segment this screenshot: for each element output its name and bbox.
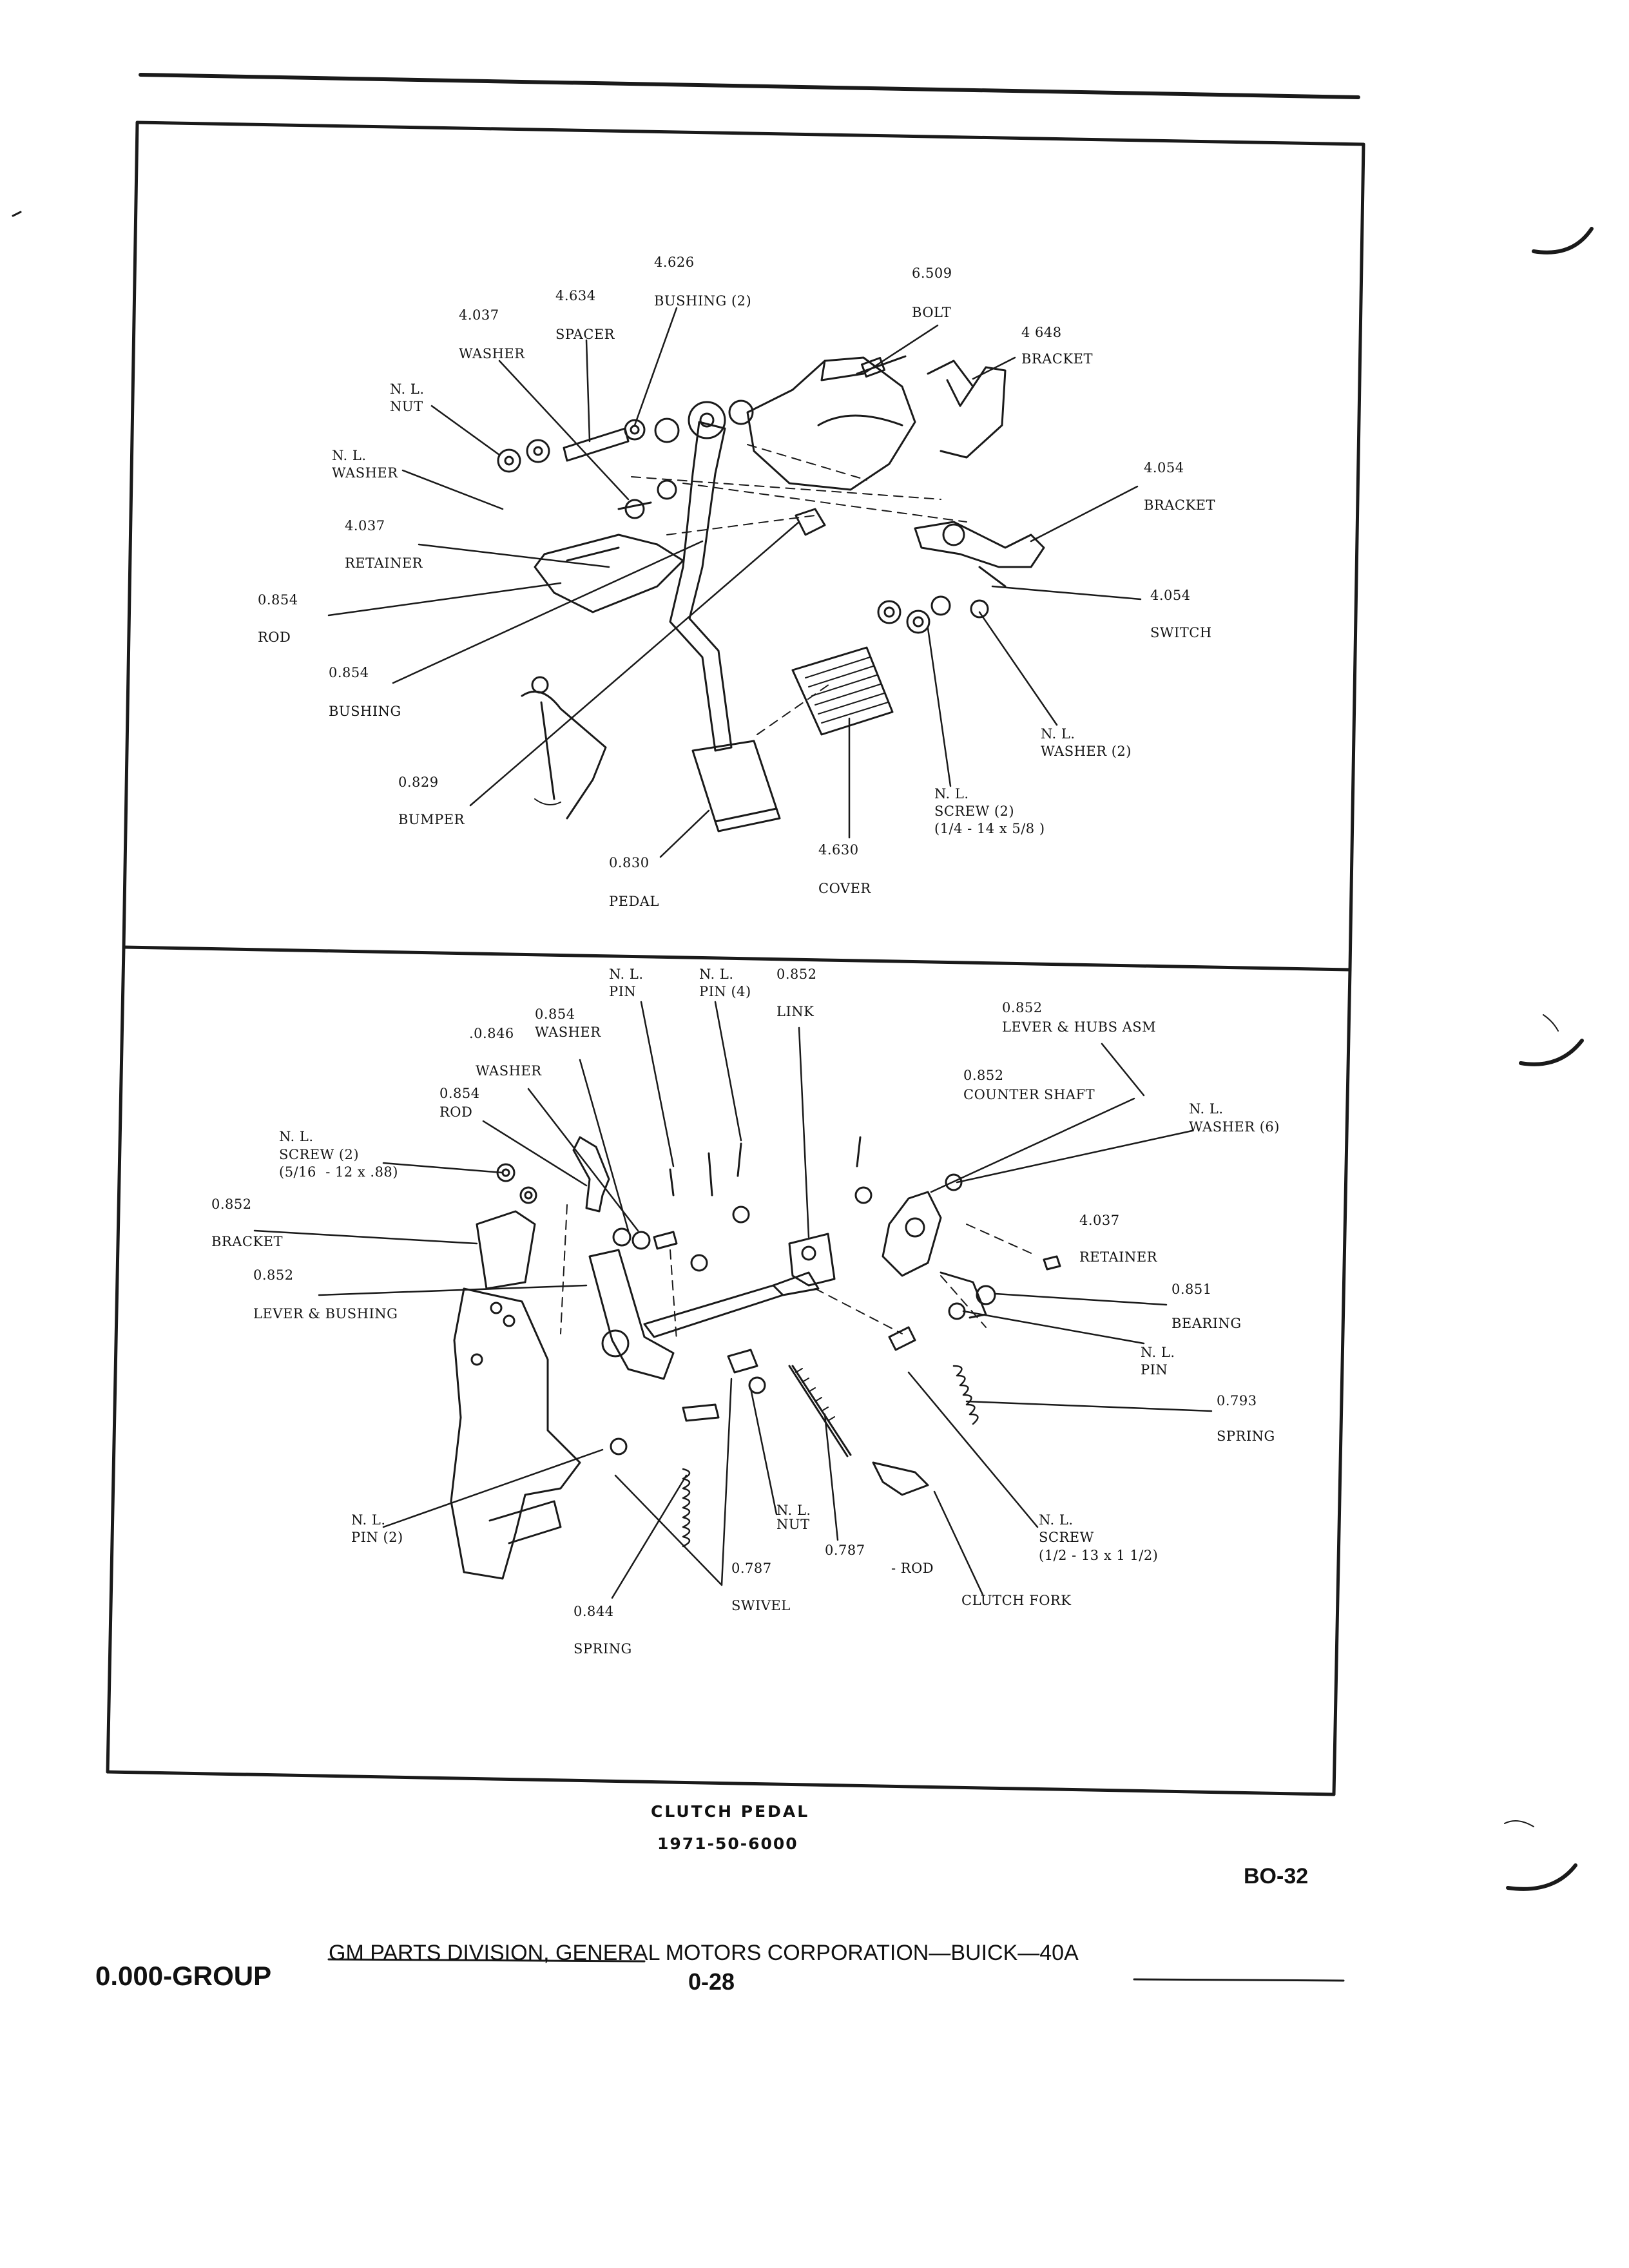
label-switch-name: SWITCH bbox=[1150, 625, 1212, 640]
label-lever-bushing-number: 0.852 bbox=[253, 1267, 294, 1283]
label-rod-787-number: 0.787 bbox=[825, 1542, 865, 1558]
label-countershaft-name: COUNTER SHAFT bbox=[963, 1087, 1095, 1102]
header-rule bbox=[139, 73, 1360, 99]
label-rod-854-number: 0.854 bbox=[439, 1086, 480, 1101]
label-rod-name: ROD bbox=[258, 629, 291, 645]
label-nl-pin4-line2: PIN (4) bbox=[699, 984, 751, 999]
label-bushing-626-name: BUSHING (2) bbox=[654, 293, 752, 309]
label-bolt-number: 6.509 bbox=[912, 265, 952, 281]
label-nl-screw-line3: (1/4 - 14 x 5/8 ) bbox=[934, 821, 1045, 836]
label-nl-washer-line2: WASHER bbox=[332, 465, 398, 481]
label-nl-washer6-line1: N. L. bbox=[1189, 1101, 1224, 1117]
label-rod-number: 0.854 bbox=[258, 592, 298, 608]
footer-group: 0.000-GROUP bbox=[95, 1961, 272, 1991]
diagram-frame bbox=[106, 120, 1365, 1796]
label-bumper-name: BUMPER bbox=[398, 812, 465, 827]
label-bracket-054-name: BRACKET bbox=[1144, 497, 1216, 513]
upper-clutch-pedal-assembly bbox=[497, 355, 1045, 832]
label-nl-nut-line2: NUT bbox=[390, 399, 423, 414]
label-nl-screw-line1: N. L. bbox=[934, 786, 969, 802]
figure-title: CLUTCH PEDAL bbox=[651, 1802, 810, 1821]
label-nl-pin2-line1: N. L. bbox=[351, 1512, 386, 1528]
label-cover-number: 4.630 bbox=[818, 842, 859, 858]
label-washer-854-number: 0.854 bbox=[535, 1006, 575, 1022]
label-retainer-name: RETAINER bbox=[345, 555, 423, 571]
label-spacer-name: SPACER bbox=[555, 327, 615, 342]
label-bushing-626-number: 4.626 bbox=[654, 255, 695, 270]
label-retainer-037-name: RETAINER bbox=[1079, 1249, 1157, 1265]
label-washer-854-name: WASHER bbox=[535, 1024, 601, 1040]
label-retainer-037-number: 4.037 bbox=[1079, 1213, 1120, 1228]
label-lever-hubs-name: LEVER & HUBS ASM bbox=[1002, 1019, 1157, 1035]
label-nl-screw3-line2: SCREW bbox=[1039, 1530, 1094, 1545]
label-nl-pin-c-line2: PIN bbox=[1141, 1362, 1168, 1378]
lower-clutch-linkage-assembly bbox=[450, 1136, 1061, 1580]
label-bracket-852-name: BRACKET bbox=[211, 1234, 284, 1249]
label-bolt-name: BOLT bbox=[912, 305, 952, 320]
lower-leader-lines bbox=[253, 1001, 1213, 1599]
label-nl-screw3-line3: (1/2 - 13 x 1 1/2) bbox=[1039, 1548, 1159, 1563]
margin-marks bbox=[12, 211, 1594, 1891]
label-lever-hubs-number: 0.852 bbox=[1002, 1000, 1043, 1015]
label-spring-844-name: SPRING bbox=[574, 1641, 632, 1657]
label-spacer-number: 4.634 bbox=[555, 288, 596, 303]
label-nl-pin-line1: N. L. bbox=[609, 966, 644, 982]
label-bearing-number: 0.851 bbox=[1171, 1282, 1212, 1297]
label-swivel-number: 0.787 bbox=[731, 1561, 772, 1576]
label-cover-name: COVER bbox=[818, 881, 871, 896]
label-link-number: 0.852 bbox=[776, 966, 817, 982]
label-washer-846-number: .0.846 bbox=[469, 1026, 514, 1041]
label-nl-pin4-line1: N. L. bbox=[699, 966, 734, 982]
page-code: BO-32 bbox=[1244, 1864, 1309, 1888]
footer-rule-left bbox=[327, 1958, 646, 1963]
label-nl-nut-line2: NUT bbox=[776, 1517, 810, 1532]
label-pedal-name: PEDAL bbox=[609, 894, 659, 909]
label-nl-screw3-line1: N. L. bbox=[1039, 1512, 1074, 1528]
label-nl-screw2-line1: N. L. bbox=[279, 1129, 314, 1144]
label-bracket-648-number: 4 648 bbox=[1021, 325, 1062, 340]
label-nl-washer-line1: N. L. bbox=[332, 448, 367, 463]
label-pedal-number: 0.830 bbox=[609, 855, 650, 870]
label-bushing-854-number: 0.854 bbox=[329, 665, 369, 680]
label-nl-washer6-line2: WASHER (6) bbox=[1189, 1119, 1280, 1135]
label-bearing-name: BEARING bbox=[1171, 1316, 1242, 1331]
label-lever-bushing-name: LEVER & BUSHING bbox=[253, 1306, 398, 1321]
figure-code: 1971-50-6000 bbox=[657, 1834, 798, 1853]
label-rod-854-name: ROD bbox=[439, 1104, 473, 1120]
label-swivel-name: SWIVEL bbox=[731, 1598, 791, 1613]
label-retainer-number: 4.037 bbox=[345, 518, 385, 533]
label-nl-screw2-line3: (5/16 - 12 x .88) bbox=[279, 1164, 398, 1180]
label-nl-washer2-line1: N. L. bbox=[1041, 726, 1075, 742]
label-rod-787-name: - ROD bbox=[891, 1561, 934, 1576]
label-bracket-648-name: BRACKET bbox=[1021, 351, 1094, 367]
label-switch-number: 4.054 bbox=[1150, 588, 1191, 603]
label-washer-037-number: 4.037 bbox=[459, 307, 499, 323]
label-bushing-854-name: BUSHING bbox=[329, 704, 401, 719]
label-bracket-054-number: 4.054 bbox=[1144, 460, 1184, 476]
label-clutch-fork-name: CLUTCH FORK bbox=[961, 1593, 1072, 1608]
label-bumper-number: 0.829 bbox=[398, 774, 439, 790]
label-washer-846-name: WASHER bbox=[476, 1063, 542, 1079]
footer-page-number: 0-28 bbox=[688, 1968, 735, 1995]
label-nl-pin-c-line1: N. L. bbox=[1141, 1345, 1175, 1360]
label-nl-pin-line2: PIN bbox=[609, 984, 637, 999]
label-nl-nut-line1: N. L. bbox=[776, 1503, 811, 1518]
label-spring-793-number: 0.793 bbox=[1217, 1393, 1257, 1408]
label-link-name: LINK bbox=[776, 1004, 815, 1019]
label-nl-screw-line2: SCREW (2) bbox=[934, 803, 1015, 819]
footer-division: GM PARTS DIVISION, GENERAL MOTORS CORPOR… bbox=[329, 1941, 1079, 1965]
label-countershaft-number: 0.852 bbox=[963, 1068, 1004, 1083]
label-washer-037-name: WASHER bbox=[459, 346, 525, 361]
footer-rule-right bbox=[1133, 1978, 1345, 1982]
upper-leader-lines bbox=[327, 307, 1142, 858]
label-nl-washer2-line2: WASHER (2) bbox=[1041, 744, 1132, 759]
label-nl-screw2-line2: SCREW (2) bbox=[279, 1147, 360, 1162]
label-nl-pin2-line2: PIN (2) bbox=[351, 1530, 403, 1545]
label-bracket-852-number: 0.852 bbox=[211, 1196, 252, 1212]
label-spring-793-name: SPRING bbox=[1217, 1428, 1275, 1444]
label-spring-844-number: 0.844 bbox=[574, 1604, 614, 1619]
label-nl-nut-line1: N. L. bbox=[390, 381, 425, 397]
